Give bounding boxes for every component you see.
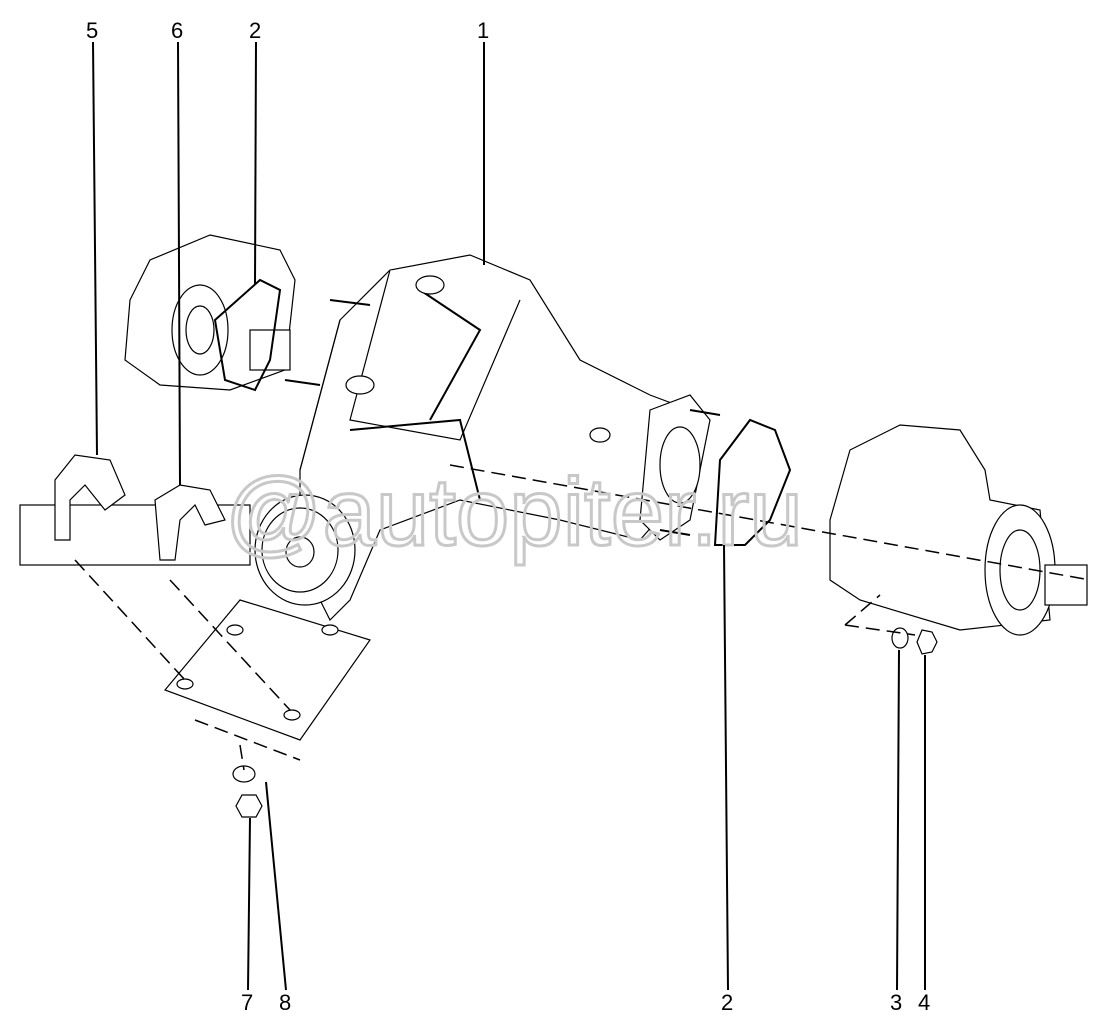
nut-7 (235, 794, 263, 818)
callout-6: 6 (171, 18, 183, 43)
gasket-right (713, 418, 792, 546)
callout-leaders (92, 41, 926, 991)
nut-4 (916, 629, 938, 655)
bracket-6 (154, 484, 226, 561)
callout-1: 1 (477, 18, 489, 43)
right-motor-assembly (829, 424, 1088, 636)
callout-5: 5 (86, 18, 98, 43)
assembly-guide-lines (74, 464, 1091, 771)
callout-2-bottom: 2 (721, 990, 733, 1015)
mounting-plate (163, 599, 371, 741)
callout-8: 8 (279, 990, 291, 1015)
gasket-left (213, 278, 282, 392)
callout-3: 3 (890, 990, 902, 1015)
gearbox-housing (284, 254, 721, 622)
left-drive-flange (124, 234, 296, 391)
callout-2-top: 2 (249, 18, 261, 43)
housing-pulley (254, 494, 356, 606)
callout-7: 7 (241, 990, 253, 1015)
watermark: @autopiter.ru (225, 459, 803, 566)
callout-4: 4 (918, 990, 930, 1015)
washer-3 (891, 627, 909, 649)
